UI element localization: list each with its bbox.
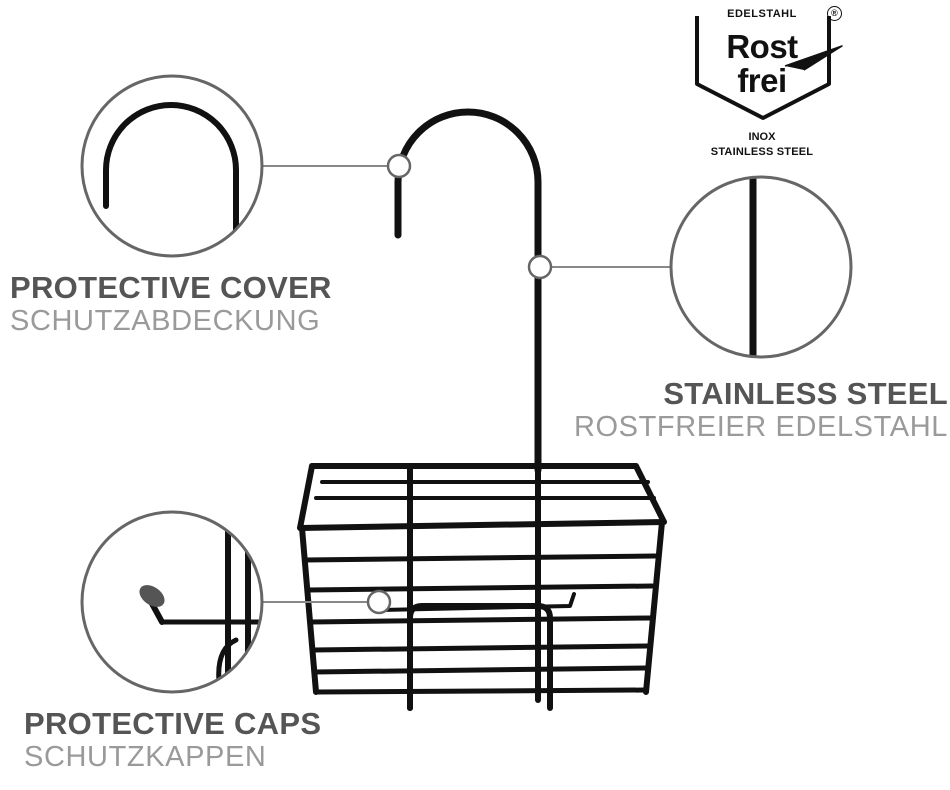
callout-subtitle: SCHUTZKAPPEN [24, 741, 267, 773]
logo-stainless-steel-text: STAINLESS STEEL [710, 146, 814, 158]
zoom-circle-protective-cover [80, 74, 264, 258]
callout-subtitle: ROSTFREIER EDELSTAHL [573, 411, 948, 443]
wire-basket [297, 463, 667, 711]
callout-dots [366, 153, 553, 615]
callout-label-protective-caps: PROTECTIVE CAPS SCHUTZKAPPEN [24, 708, 321, 772]
callout-subtitle: SCHUTZABDECKUNG [10, 305, 321, 337]
callout-title: PROTECTIVE COVER [10, 270, 332, 305]
zoom-circle-stainless-steel [669, 175, 853, 359]
rostfrei-logo: EDELSTAHL ® Rost frei INOX STAINLESS STE… [693, 6, 843, 158]
logo-word-rost: Rost [726, 28, 798, 65]
logo-word-frei: frei [737, 62, 787, 99]
callout-connectors [262, 165, 671, 603]
rostfrei-shield [695, 16, 843, 120]
callout-title: PROTECTIVE CAPS [24, 706, 322, 741]
zoom-circle-protective-caps [80, 510, 264, 694]
callout-label-stainless-steel: STAINLESS STEEL ROSTFREIER EDELSTAHL [574, 378, 948, 442]
logo-edelstahl-text: EDELSTAHL [727, 8, 797, 20]
logo-inox-text: INOX [748, 131, 776, 143]
hanger-hook [394, 108, 542, 474]
callout-label-protective-cover: PROTECTIVE COVER SCHUTZABDECKUNG [10, 272, 332, 336]
callout-title: STAINLESS STEEL [663, 376, 948, 411]
registered-mark: ® [827, 6, 842, 21]
